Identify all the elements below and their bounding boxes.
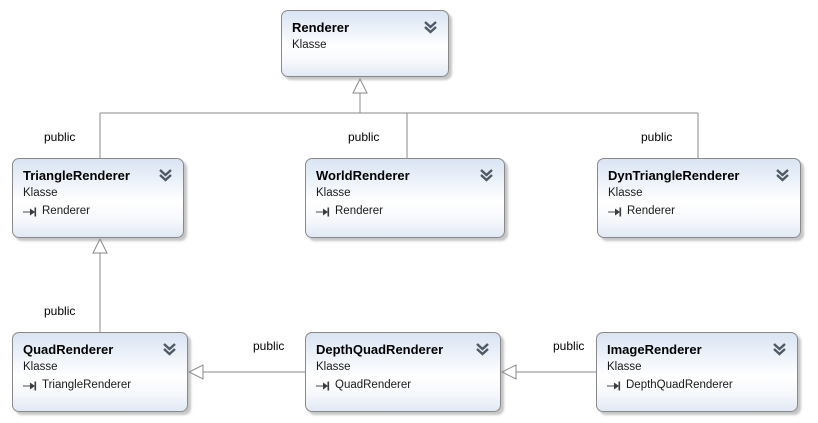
class-title: DynTriangleRenderer (608, 168, 740, 183)
base-class-row: Renderer (316, 204, 494, 219)
base-class-arrow-icon (316, 381, 330, 390)
edge-label-public: public (641, 130, 673, 144)
collapse-chevron-icon[interactable] (775, 169, 790, 182)
base-class-row: Renderer (23, 204, 173, 219)
collapse-chevron-icon[interactable] (479, 169, 494, 182)
collapse-chevron-icon[interactable] (475, 343, 490, 356)
inheritance-arrowhead-up (352, 77, 368, 94)
class-node-depthquad-renderer[interactable]: DepthQuadRenderer Klasse QuadRenderer (305, 332, 501, 412)
class-stereotype: Klasse (607, 361, 642, 373)
base-class-name: TriangleRenderer (42, 379, 132, 391)
collapse-chevron-icon[interactable] (158, 169, 173, 182)
base-class-name: DepthQuadRenderer (626, 379, 733, 391)
class-node-world-renderer[interactable]: WorldRenderer Klasse Renderer (305, 158, 505, 238)
class-stereotype: Klasse (608, 187, 643, 199)
edge-label-public: public (44, 130, 76, 144)
class-node-quad-renderer[interactable]: QuadRenderer Klasse TriangleRenderer (12, 332, 188, 412)
base-class-arrow-icon (23, 207, 37, 216)
class-title: ImageRenderer (607, 342, 702, 357)
class-title: DepthQuadRenderer (316, 342, 444, 357)
base-class-name: Renderer (335, 205, 383, 217)
inheritance-connector-image-to-depthquad (500, 364, 596, 380)
class-node-image-renderer[interactable]: ImageRenderer Klasse DepthQuadRenderer (596, 332, 798, 412)
base-class-row: QuadRenderer (316, 378, 490, 393)
collapse-chevron-icon[interactable] (162, 343, 177, 356)
base-class-arrow-icon (316, 207, 330, 216)
class-stereotype: Klasse (292, 39, 327, 51)
edge-label-public: public (44, 304, 76, 318)
inheritance-arrowhead-up (92, 237, 108, 254)
base-class-arrow-icon (608, 207, 622, 216)
inheritance-connector-quad-to-triangle (92, 237, 108, 332)
base-class-row: Renderer (608, 204, 790, 219)
base-class-row: DepthQuadRenderer (607, 378, 787, 393)
class-title: WorldRenderer (316, 168, 410, 183)
base-class-name: QuadRenderer (335, 379, 412, 391)
base-class-row: TriangleRenderer (23, 378, 177, 393)
base-class-name: Renderer (42, 205, 90, 217)
class-stereotype: Klasse (23, 187, 58, 199)
class-title: QuadRenderer (23, 342, 114, 357)
class-stereotype: Klasse (316, 361, 351, 373)
base-class-arrow-icon (23, 381, 37, 390)
inheritance-arrowhead-left (500, 364, 517, 380)
class-node-dyntriangle-renderer[interactable]: DynTriangleRenderer Klasse Renderer (597, 158, 801, 238)
edge-label-public: public (553, 339, 585, 353)
class-node-renderer[interactable]: Renderer Klasse (281, 10, 449, 77)
collapse-chevron-icon[interactable] (772, 343, 787, 356)
base-class-name: Renderer (627, 205, 675, 217)
class-title: TriangleRenderer (23, 168, 130, 183)
edge-label-public: public (348, 130, 380, 144)
base-class-arrow-icon (607, 381, 621, 390)
edge-label-public: public (253, 339, 285, 353)
class-title: Renderer (292, 20, 350, 35)
inheritance-arrowhead-left (187, 364, 204, 380)
class-stereotype: Klasse (316, 187, 351, 199)
class-node-triangle-renderer[interactable]: TriangleRenderer Klasse Renderer (12, 158, 184, 238)
class-stereotype: Klasse (23, 361, 58, 373)
inheritance-connector-to-renderer (99, 77, 699, 158)
collapse-chevron-icon[interactable] (423, 21, 438, 34)
inheritance-connector-depthquad-to-quad (187, 364, 305, 380)
